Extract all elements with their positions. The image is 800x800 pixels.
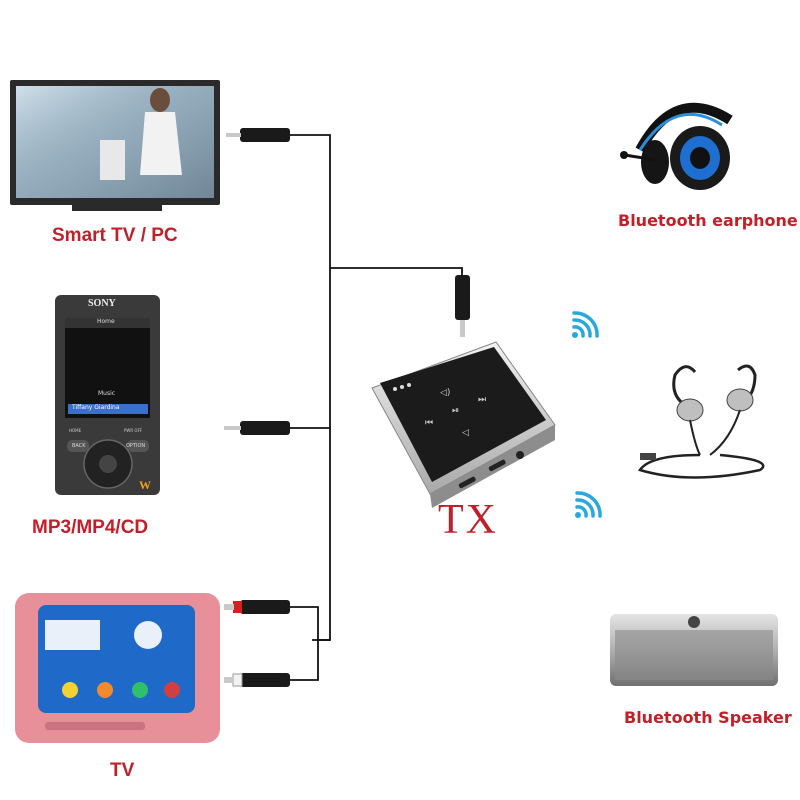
wifi-signal-lower — [575, 491, 602, 518]
plug-mp3 — [224, 421, 290, 435]
mp3-label: MP3/MP4/CD — [32, 517, 149, 538]
svg-text:⏮: ⏮ — [425, 418, 433, 428]
earphones-image — [638, 364, 765, 479]
mp3-pwr-button: PWR OFF — [124, 428, 143, 433]
svg-text:◁): ◁) — [440, 388, 450, 398]
plug-tv — [226, 128, 290, 142]
mp3-now-playing: Tiffany Giardina — [72, 404, 120, 411]
headset-image — [620, 102, 733, 190]
mp3-brand: SONY — [88, 298, 116, 309]
svg-text:⏭: ⏭ — [478, 395, 486, 405]
tv-label: TV — [110, 760, 135, 781]
bluetooth-speaker-label: Bluetooth Speaker — [624, 708, 792, 727]
walkman-logo: W — [139, 478, 151, 492]
tx-label: TX — [438, 497, 498, 543]
tx-device-image: ◁) ⏮ ⏯ ⏭ ◁ — [371, 341, 556, 508]
pink-tv-image — [15, 593, 220, 743]
svg-text:⏯: ⏯ — [452, 406, 459, 416]
mp3-option-button: OPTION — [126, 443, 146, 449]
rca-plug-red — [224, 600, 290, 614]
svg-text:◁: ◁ — [462, 428, 469, 438]
bluetooth-earphone-label: Bluetooth earphone — [618, 211, 798, 230]
wires — [288, 134, 463, 681]
mp3-menu-item: Music — [98, 390, 116, 397]
wifi-signal-upper — [572, 311, 599, 338]
mp3-back-button: BACK — [72, 443, 86, 449]
speaker-image — [610, 614, 778, 686]
mp3-player-image — [55, 295, 160, 495]
smart-tv-image — [10, 80, 220, 211]
smart-tv-pc-label: Smart TV / PC — [52, 225, 178, 246]
rca-plug-white — [224, 673, 290, 687]
mp3-home-button: HOME — [69, 428, 82, 433]
plug-device — [455, 275, 470, 337]
mp3-screen-title: Home — [97, 318, 115, 325]
